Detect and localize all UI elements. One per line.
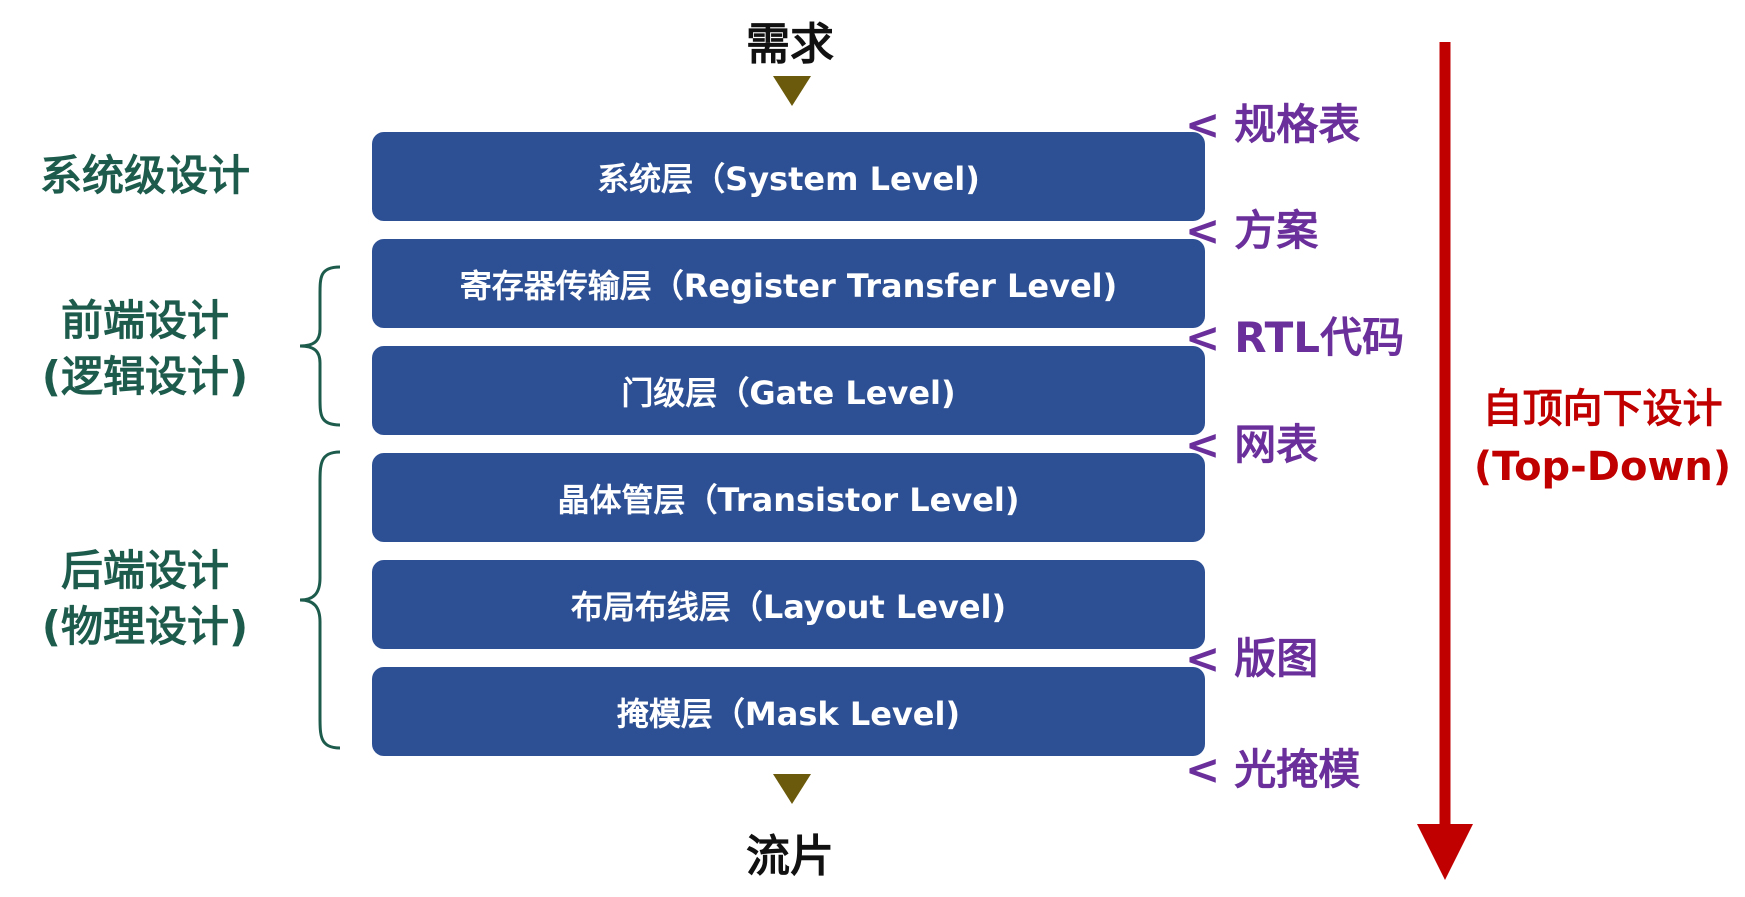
artifact-spec: < 规格表: [1185, 100, 1360, 150]
top-down-arrow-icon: [1417, 42, 1473, 880]
artifact-label: RTL代码: [1234, 313, 1405, 362]
artifact-label: 方案: [1234, 206, 1319, 255]
group-backend-line1: 后端设计: [60, 546, 229, 595]
down-triangle-icon: [773, 76, 811, 106]
artifact-rtl-code: < RTL代码: [1185, 313, 1404, 363]
artifact-label: 光掩模: [1234, 745, 1361, 794]
artifact-marker: <: [1185, 100, 1221, 149]
group-backend-line2: (物理设计): [41, 602, 249, 651]
artifact-marker: <: [1185, 206, 1221, 255]
down-triangle-icon: [773, 774, 811, 804]
flow-end-label: 流片: [746, 831, 834, 882]
group-backend-label: 后端设计 (物理设计): [10, 543, 280, 655]
artifact-marker: <: [1185, 745, 1221, 794]
group-system-line1: 系统级设计: [39, 151, 250, 200]
artifact-marker: <: [1185, 420, 1221, 469]
group-frontend-label: 前端设计 (逻辑设计): [10, 293, 280, 405]
artifact-label: 规格表: [1234, 100, 1361, 149]
artifact-marker: <: [1185, 634, 1221, 683]
direction-line1: 自顶向下设计: [1482, 386, 1723, 432]
artifact-label: 版图: [1234, 634, 1319, 683]
layer-transistor: 晶体管层（Transistor Level): [372, 453, 1205, 542]
backend-brace-icon: [299, 450, 341, 750]
artifact-photomask: < 光掩模: [1185, 745, 1360, 795]
layer-rtl: 寄存器传输层（Register Transfer Level): [372, 239, 1205, 328]
flow-start-label: 需求: [746, 19, 834, 70]
group-system-label: 系统级设计: [10, 148, 280, 204]
direction-label: 自顶向下设计 (Top-Down): [1460, 380, 1745, 496]
layer-layout: 布局布线层（Layout Level): [372, 560, 1205, 649]
artifact-scheme: < 方案: [1185, 206, 1318, 256]
layer-mask: 掩模层（Mask Level): [372, 667, 1205, 756]
artifact-label: 网表: [1234, 420, 1319, 469]
frontend-brace-icon: [299, 265, 341, 427]
artifact-netlist: < 网表: [1185, 420, 1318, 470]
group-frontend-line2: (逻辑设计): [41, 352, 249, 401]
artifact-marker: <: [1185, 313, 1221, 362]
layer-system: 系统层（System Level): [372, 132, 1205, 221]
group-frontend-line1: 前端设计: [60, 296, 229, 345]
direction-line2: (Top-Down): [1473, 444, 1732, 490]
layer-gate: 门级层（Gate Level): [372, 346, 1205, 435]
artifact-layout: < 版图: [1185, 634, 1318, 684]
